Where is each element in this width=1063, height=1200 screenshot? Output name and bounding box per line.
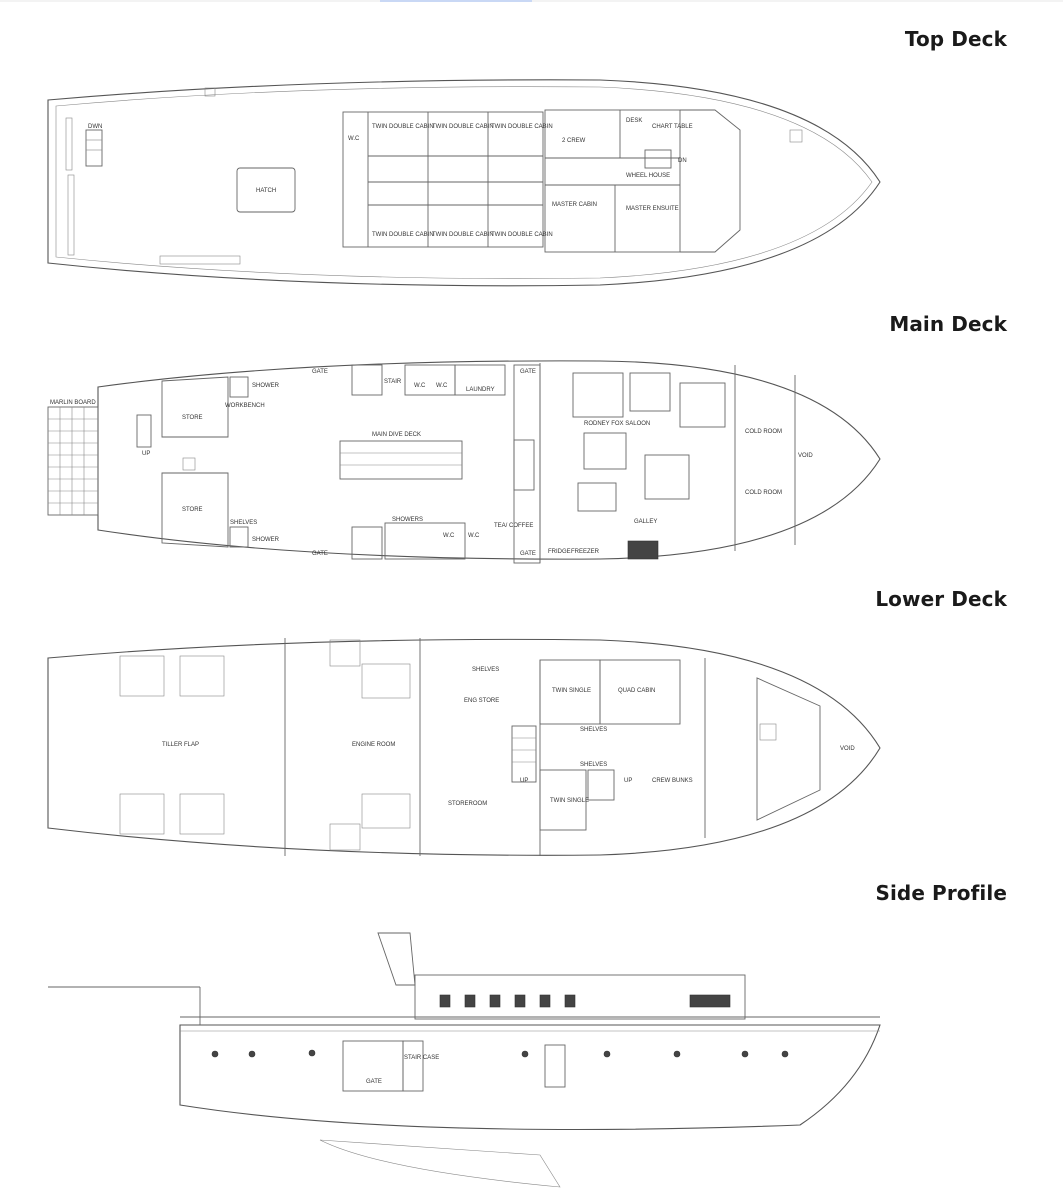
lower-shelves-3-label: SHELVES (580, 762, 607, 768)
main-dive-deck[interactable] (339, 440, 463, 480)
top-cabin-5: TWIN DOUBLE CABIN (432, 232, 494, 238)
top-hatch-label: HATCH (256, 188, 276, 194)
top-cabin-3: TWIN DOUBLE CABIN (491, 124, 553, 130)
main-store-top-label: STORE (182, 415, 203, 421)
lower-crew-bunks-label: CREW BUNKS (652, 778, 693, 784)
lower-twin-single-1-label: TWIN SINGLE (552, 688, 591, 694)
main-shower-bottom-label: SHOWER (252, 537, 280, 543)
side-gate-label: GATE (366, 1079, 382, 1085)
top-wc-label: W.C (348, 136, 360, 142)
main-wc-2-label: W.C (436, 383, 448, 389)
heading-lower-deck: Lower Deck (875, 587, 1007, 611)
top-master-ensuite-label: MASTER ENSUITE (626, 206, 679, 212)
main-saloon-label: RODNEY FOX SALOON (584, 421, 650, 427)
main-wc-1-label: W.C (414, 383, 426, 389)
lower-shelves-1-label: SHELVES (472, 667, 499, 673)
lower-eng-store-label: ENG STORE (464, 698, 499, 704)
main-workbench-label: WORKBENCH (225, 403, 265, 409)
main-store-bottom-label: STORE (182, 507, 203, 513)
main-freezer-label: FREEZER (571, 549, 600, 555)
heading-main-deck: Main Deck (889, 312, 1007, 336)
lower-up-2-label: UP (624, 778, 632, 784)
main-gate-1-label: GATE (312, 369, 328, 375)
lower-stair[interactable] (511, 725, 537, 783)
lower-engine-room-label: ENGINE ROOM (352, 742, 395, 748)
top-down-stair[interactable] (85, 129, 103, 167)
top-cabin-1: TWIN DOUBLE CABIN (372, 124, 434, 130)
top-dn-label: DN (678, 158, 687, 164)
main-gate-2-label: GATE (312, 551, 328, 557)
main-dive-deck-label: MAIN DIVE DECK (372, 432, 421, 438)
side-profile-plan: STAIR CASE GATE (48, 932, 881, 1188)
top-bar (0, 0, 1063, 2)
side-stair-case-label: STAIR CASE (404, 1055, 439, 1061)
portholes (211, 1049, 789, 1058)
main-galley-label: GALLEY (634, 519, 657, 525)
top-deck-plan: DWN HATCH W.C TWIN DOUBLE CABIN TWIN DOU… (47, 79, 881, 287)
top-cabin-6: TWIN DOUBLE CABIN (491, 232, 553, 238)
lower-up-1-label: UP (520, 778, 528, 784)
top-hatch[interactable]: HATCH (236, 167, 296, 213)
main-cold-room-2-label: COLD ROOM (745, 490, 782, 496)
top-dwn-label: DWN (88, 124, 102, 130)
main-gate-3-label: GATE (520, 369, 536, 375)
main-fridge-label: FRIDGE (548, 549, 571, 555)
top-crew-label: 2 CREW (562, 138, 586, 144)
main-gate-4-label: GATE (520, 551, 536, 557)
main-wc-4-label: W.C (468, 533, 480, 539)
main-deck-plan: MARLIN BOARD UP STORE STORE SHOWER WORKB… (47, 360, 881, 564)
top-cabin-4: TWIN DOUBLE CABIN (372, 232, 434, 238)
heading-top-deck: Top Deck (904, 27, 1007, 51)
lower-void-label: VOID (840, 746, 855, 752)
main-wc-3-label: W.C (443, 533, 455, 539)
top-bar-accent (380, 0, 532, 2)
main-laundry-label: LAUNDRY (466, 387, 495, 393)
lower-tiller-flap-label: TILLER FLAP (162, 742, 199, 748)
marlin-board[interactable] (47, 406, 99, 516)
lower-quad-cabin-label: QUAD CABIN (618, 688, 655, 694)
top-wheel-house-label: WHEEL HOUSE (626, 173, 670, 179)
heading-side-profile: Side Profile (875, 881, 1007, 905)
top-desk-label: DESK (626, 118, 642, 124)
lower-twin-single-2-label: TWIN SINGLE (550, 798, 589, 804)
lower-shelves-2-label: SHELVES (580, 727, 607, 733)
main-up-label: UP (142, 451, 150, 457)
top-cabin-2: TWIN DOUBLE CABIN (432, 124, 494, 130)
main-void-label: VOID (798, 453, 813, 459)
main-shower-top-label: SHOWER (252, 383, 280, 389)
windows (439, 994, 731, 1008)
lower-deck-plan: TILLER FLAP ENGINE ROOM SHELVES ENG STOR… (47, 638, 881, 856)
main-stair-label: STAIR (384, 379, 402, 385)
main-shelves-label: SHELVES (230, 520, 257, 526)
main-showers-label: SHOWERS (392, 517, 423, 523)
top-chart-table-label: CHART TABLE (652, 124, 693, 130)
top-master-cabin-label: MASTER CABIN (552, 202, 597, 208)
main-cold-room-1-label: COLD ROOM (745, 429, 782, 435)
lower-storeroom-label: STOREROOM (448, 801, 487, 807)
marlin-board-label: MARLIN BOARD (50, 400, 96, 406)
